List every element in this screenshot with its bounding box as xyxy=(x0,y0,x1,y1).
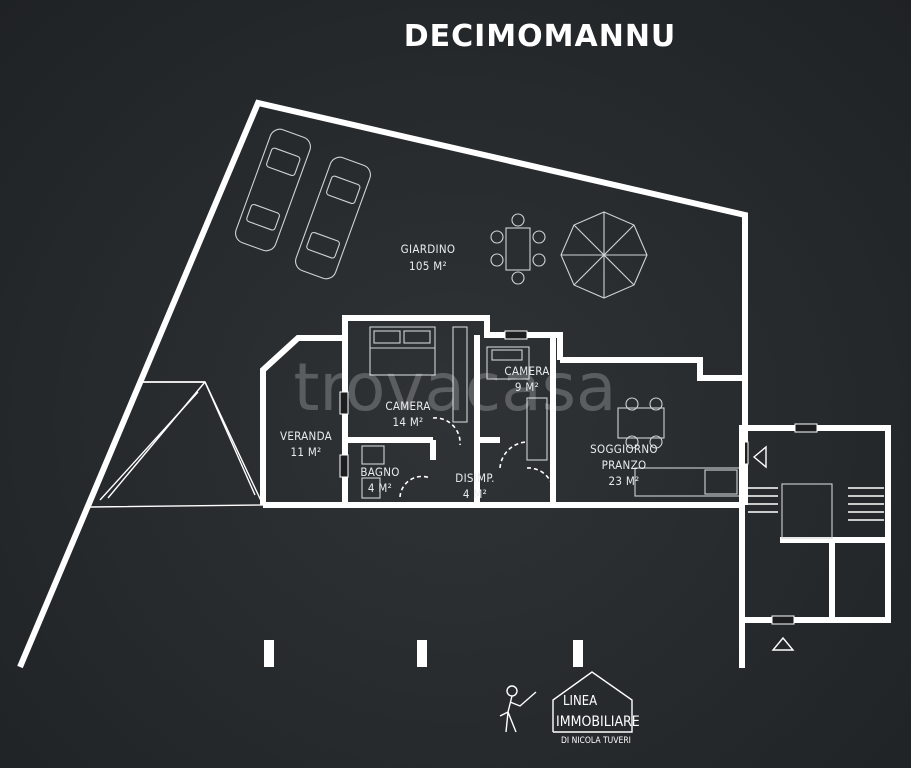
room-name-soggiorno: SOGGIORNO xyxy=(590,442,658,456)
room-area-veranda: 11 M² xyxy=(290,445,321,459)
logo-line2: IMMOBILIARE xyxy=(556,714,640,730)
logo-line3: DI NICOLA TUVERI xyxy=(561,736,631,746)
plan-title: DECIMOMANNU xyxy=(404,19,677,54)
room-name2-soggiorno: PRANZO xyxy=(602,458,647,472)
room-name-camera-large: CAMERA xyxy=(385,399,430,413)
room-name-bagno: BAGNO xyxy=(360,465,399,479)
room-name-disimp: DISIMP. xyxy=(455,471,494,485)
room-name-veranda: VERANDA xyxy=(280,429,332,443)
umbrella xyxy=(560,211,648,299)
room-name-giardino: GIARDINO xyxy=(401,242,456,256)
room-name-camera-small: CAMERA xyxy=(504,364,549,378)
pergola xyxy=(89,381,265,508)
agency-logo: LINEA IMMOBILIARE DI NICOLA TUVERI xyxy=(499,671,640,746)
watermark: trovacasa xyxy=(293,349,616,426)
room-area-camera-small: 9 M² xyxy=(515,380,539,394)
room-area-camera-large: 14 M² xyxy=(392,415,423,429)
room-area-soggiorno: 23 M² xyxy=(608,474,639,488)
room-area-giardino: 105 M² xyxy=(409,259,447,273)
doors xyxy=(399,417,555,498)
logo-line1: LINEA xyxy=(563,694,597,709)
stairwell xyxy=(739,423,891,668)
car-left xyxy=(235,128,311,252)
room-area-disimp: 4 M² xyxy=(463,487,487,501)
room-area-bagno: 4 M² xyxy=(368,481,392,495)
garden-table xyxy=(490,213,546,285)
fence-posts xyxy=(264,640,583,667)
furniture xyxy=(361,326,741,499)
car-right xyxy=(295,156,371,280)
